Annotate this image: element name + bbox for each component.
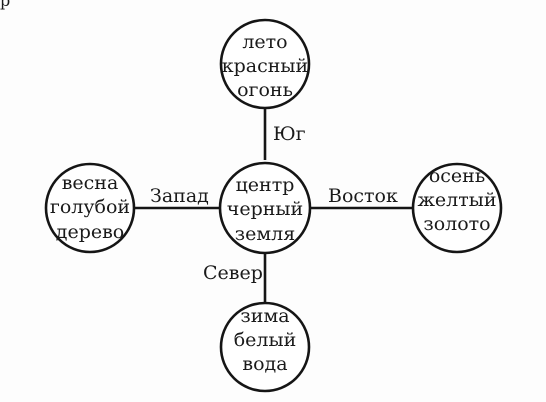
node-south: зима белый вода — [219, 301, 311, 393]
node-circle-west — [44, 162, 136, 254]
node-west-line-2: голубой — [50, 196, 130, 218]
node-south-line-3: вода — [242, 353, 287, 375]
node-east-line-2: желтый — [417, 189, 496, 211]
node-south-line-1: зима — [240, 305, 289, 327]
node-circle-north — [219, 18, 311, 110]
node-circle-center — [218, 161, 312, 255]
edge-north: Юг — [263, 108, 306, 160]
edge-label-west: Запад — [150, 185, 209, 207]
node-north-line-2: красный — [222, 55, 308, 77]
edge-east: Восток — [309, 185, 413, 210]
node-east-line-1: осень — [429, 165, 485, 187]
node-east-line-3: золото — [423, 213, 490, 235]
node-circle-east — [411, 162, 503, 254]
node-center-line-1: центр — [236, 174, 295, 196]
node-north-line-1: лето — [242, 31, 287, 53]
node-west-line-1: весна — [62, 172, 119, 194]
node-center: центр черный земля — [218, 161, 312, 255]
node-circle-south — [219, 301, 311, 393]
edge-label-north: Юг — [273, 123, 306, 145]
node-west-line-3: дерево — [56, 221, 125, 243]
node-south-line-2: белый — [234, 329, 297, 351]
edge-west: Запад — [133, 185, 221, 210]
node-north-line-3: огонь — [237, 79, 293, 101]
edge-south: Север — [203, 254, 267, 303]
edge-label-east: Восток — [328, 185, 398, 207]
node-north: лето красный огонь — [219, 18, 311, 110]
node-east: осень желтый золото — [411, 162, 503, 254]
node-center-line-2: черный — [227, 198, 303, 220]
corner-text: р — [0, 0, 10, 10]
node-center-line-3: земля — [235, 223, 295, 245]
edge-label-south: Север — [203, 262, 263, 284]
node-west: весна голубой дерево — [44, 162, 136, 254]
